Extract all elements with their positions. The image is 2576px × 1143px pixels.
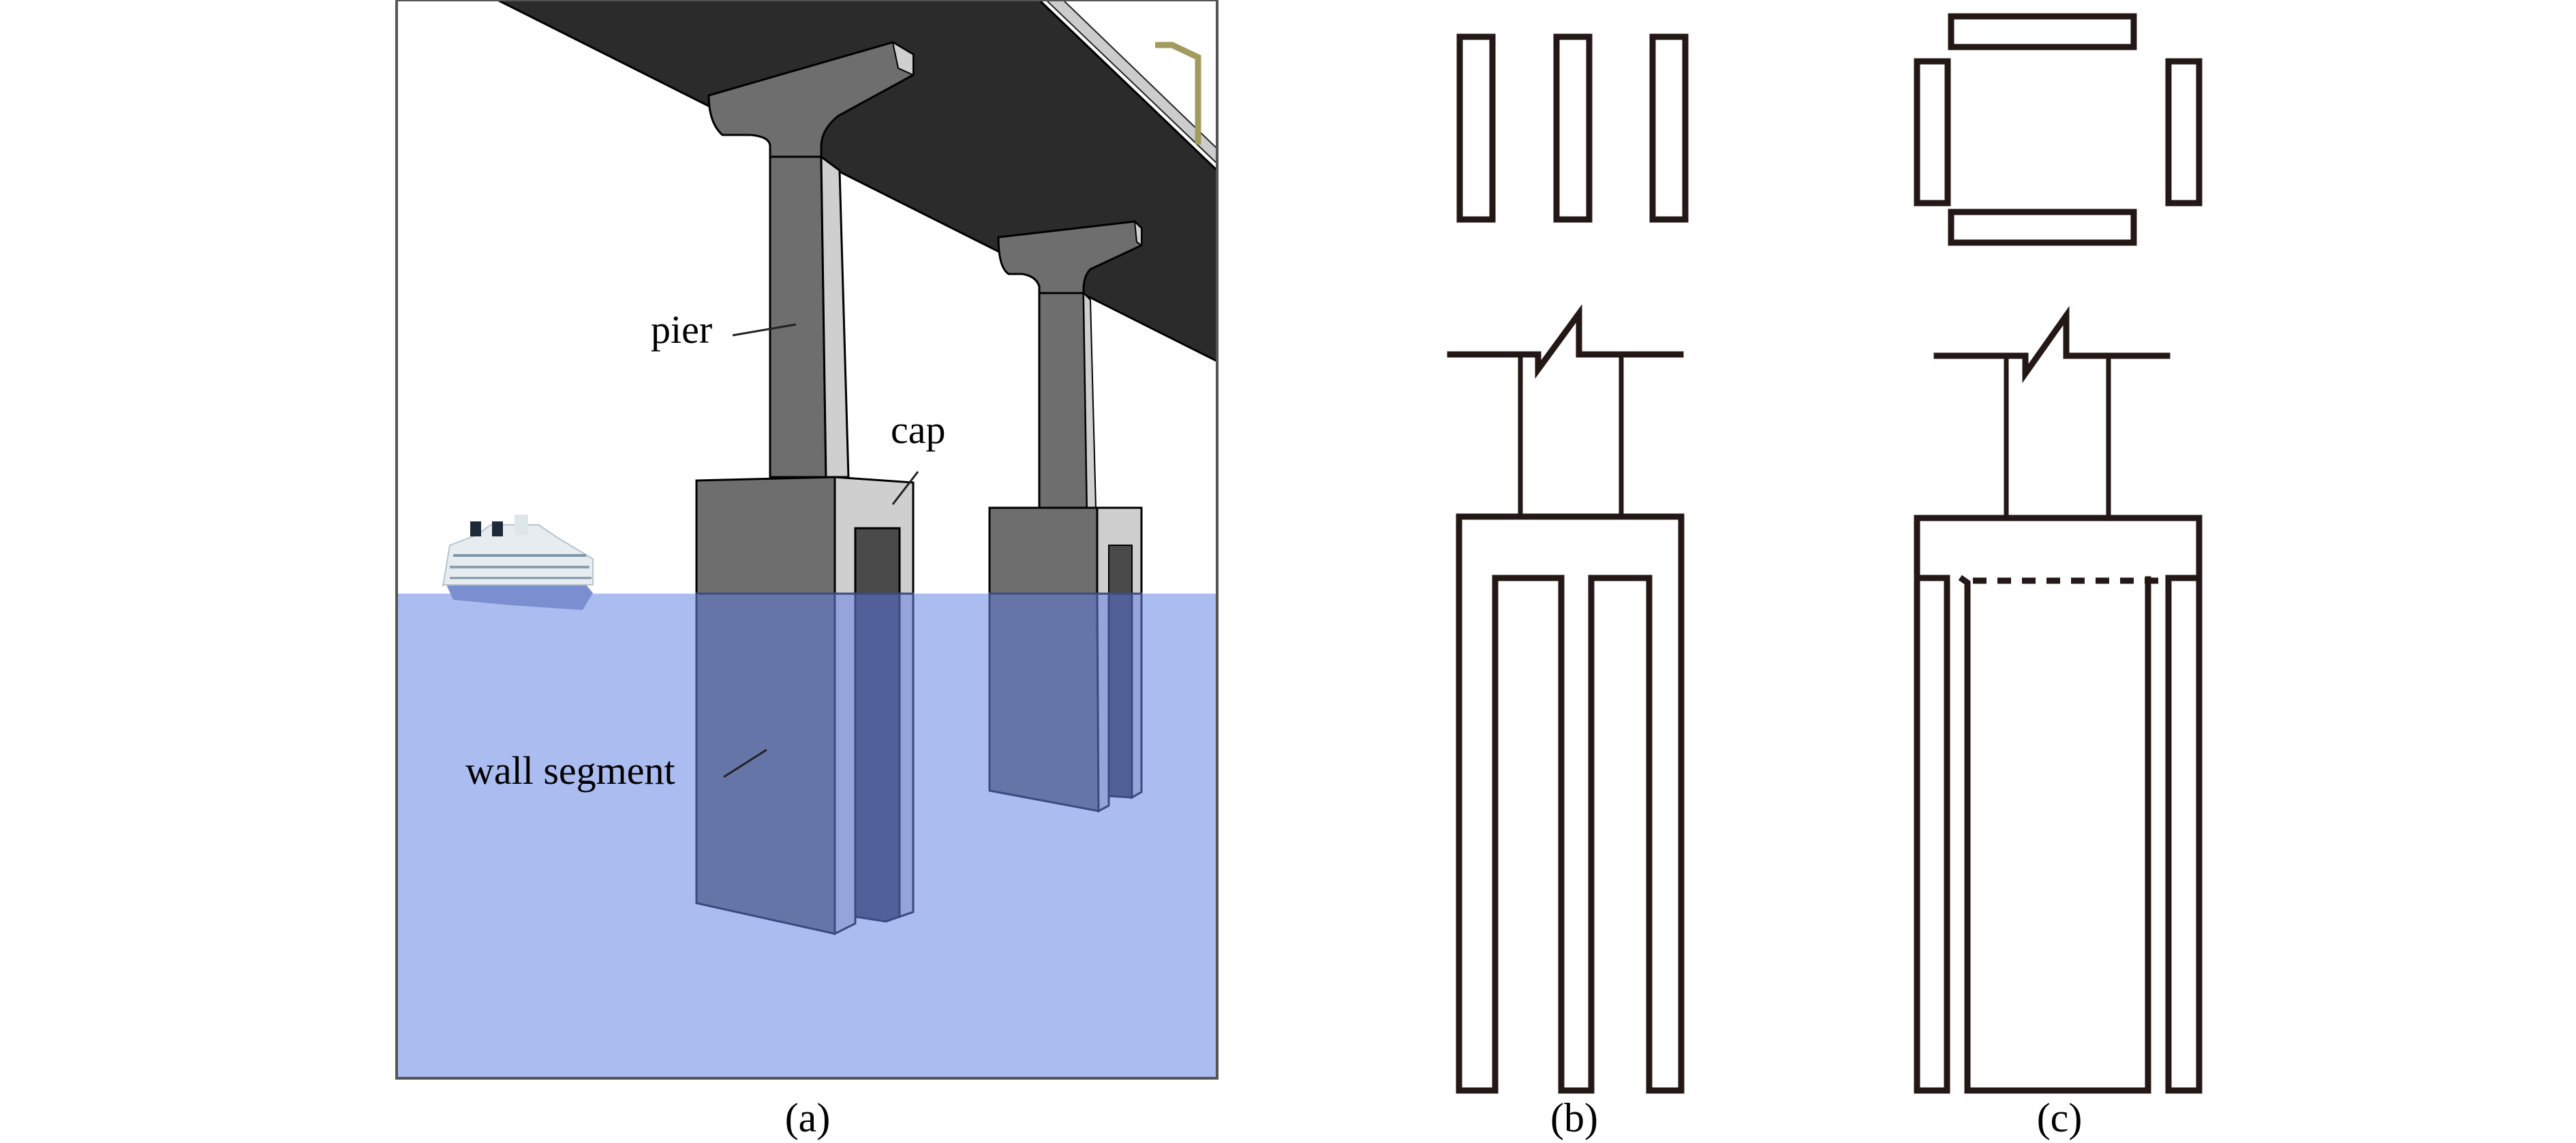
wall-segment-leader-line (723, 748, 767, 778)
cap-and-walls-outline (1456, 513, 1685, 1094)
pier-label: pier (651, 307, 712, 352)
cap-leader-line (891, 471, 919, 505)
pier-leader-line (732, 323, 797, 337)
caption-b: (b) (1550, 1095, 1598, 1140)
wall-segment-label: wall segment (465, 748, 675, 793)
caption-c: (c) (2037, 1095, 2083, 1140)
pier-1 (695, 40, 915, 595)
pier-2 (988, 219, 1143, 595)
ship-icon (442, 515, 594, 610)
caption-a: (a) (785, 1095, 831, 1140)
wall-left (1914, 575, 1950, 1094)
deck-break-line (1447, 304, 1684, 379)
plan-wall-right (2165, 58, 2203, 207)
deck-parapet (1045, 0, 1217, 165)
plan-wall-2 (1553, 33, 1593, 223)
plan-wall-left (1914, 58, 1951, 207)
panel-b: (b) (1447, 33, 1689, 1140)
cap-outline (1914, 515, 2203, 581)
plan-wall-1 (1456, 33, 1496, 223)
plan-wall-top (1948, 13, 2137, 50)
deck-break-line (1933, 305, 2171, 384)
panel-a-frame (395, 0, 1218, 1080)
plan-view-b (1456, 33, 1689, 223)
wall-segment-1 (695, 592, 915, 936)
plan-wall-bottom (1948, 209, 2137, 246)
wall-back (1958, 575, 2151, 1094)
elevation-view-c (1914, 305, 2203, 1094)
wall-right (2165, 575, 2203, 1094)
cap-label: cap (891, 408, 946, 452)
plan-view-c (1914, 13, 2203, 246)
elevation-view-b (1447, 304, 1685, 1094)
deck-edge (1037, 0, 1217, 172)
panel-c: (c) (1914, 13, 2203, 1140)
wall-segment-2 (988, 592, 1143, 813)
railing-icon (1155, 42, 1201, 144)
panel-a: pier cap wall segment (a) (395, 0, 1218, 1140)
plan-wall-3 (1649, 33, 1689, 223)
